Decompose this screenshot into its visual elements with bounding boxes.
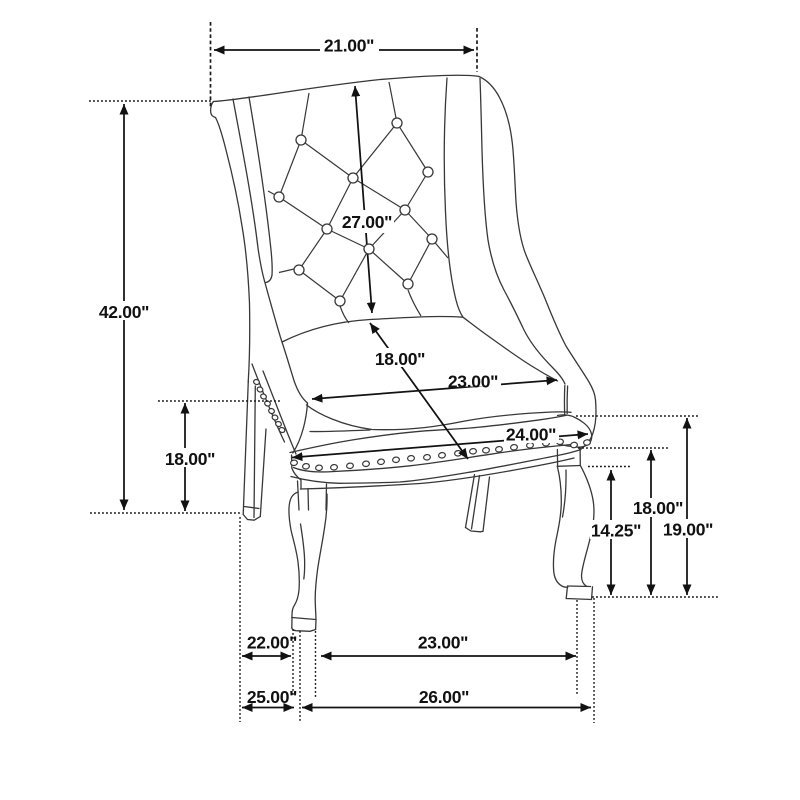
- svg-text:14.25": 14.25": [591, 521, 641, 541]
- svg-text:18.00": 18.00": [165, 449, 215, 469]
- svg-text:23.00": 23.00": [418, 633, 468, 653]
- svg-text:25.00": 25.00": [247, 687, 297, 707]
- svg-text:18.00": 18.00": [375, 349, 425, 369]
- svg-text:18.00": 18.00": [633, 498, 683, 518]
- svg-text:26.00": 26.00": [419, 687, 469, 707]
- svg-text:24.00": 24.00": [506, 425, 556, 445]
- svg-text:27.00": 27.00": [342, 212, 392, 232]
- svg-text:21.00": 21.00": [324, 36, 374, 56]
- svg-text:23.00": 23.00": [448, 372, 498, 392]
- svg-text:22.00": 22.00": [247, 633, 297, 653]
- svg-text:19.00": 19.00": [663, 520, 713, 540]
- svg-text:42.00": 42.00": [99, 302, 149, 322]
